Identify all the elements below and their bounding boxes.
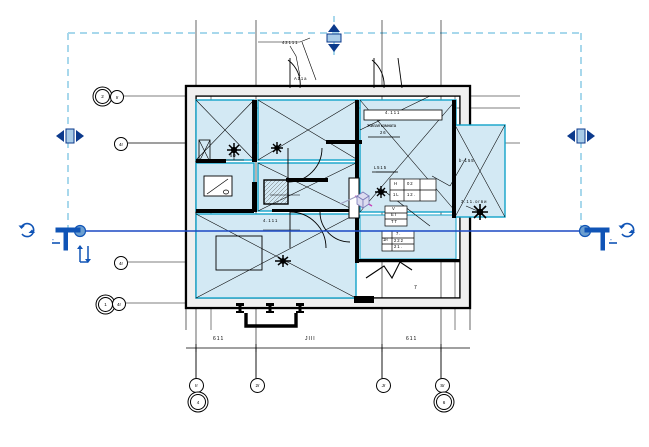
selected-object-accent[interactable]	[339, 191, 373, 209]
bottom-bubble-1[interactable]: Ir	[189, 378, 204, 393]
bottom-bubble-4[interactable]: Sr	[435, 378, 450, 393]
flip-horizontal-left-icon	[56, 128, 84, 144]
left-bubble-1b[interactable]: Ir	[110, 90, 124, 104]
bottom-bubble-3[interactable]: Jr	[376, 378, 391, 393]
shower-unit	[198, 139, 211, 163]
anno-left-fixture: 5 0	[230, 153, 236, 158]
minus-marker-left: -	[52, 237, 54, 243]
rotate-handle-left-icon	[18, 222, 35, 238]
anno-door-top-left: 4 2 1 1 1	[282, 40, 298, 45]
anno-room-tag-top: 4 . 1 1 1	[385, 110, 400, 115]
anno-room-name: Жилая комната	[367, 123, 396, 128]
interior-partitions	[196, 100, 460, 263]
dim-right-label: 6 1 1	[406, 336, 417, 342]
dim-center-label: J I I I	[305, 336, 315, 342]
table-upper-r1-c1: 1 2 .	[407, 192, 415, 197]
left-bubble-1a[interactable]: 2	[95, 89, 110, 104]
table-lower-r0-label: 1н	[383, 237, 388, 242]
bottom-bubble-2[interactable]: 2r	[250, 378, 265, 393]
flip-horizontal-right-icon	[567, 128, 595, 144]
bottom-bubble-4b[interactable]: 6	[436, 394, 452, 410]
anno-level-tag: L 5 1 5	[374, 165, 386, 170]
table-lower-r0-c1: 7 .	[396, 231, 401, 236]
table-upper-r1-label: 1 L	[393, 192, 399, 197]
origin-markers[interactable]	[52, 227, 617, 251]
light-fixture-hall	[271, 142, 283, 154]
flip-vertical-top-icon	[326, 24, 342, 52]
hatched-unit	[263, 179, 289, 205]
dim-left-label: 6 1 1	[213, 336, 224, 342]
left-bubble-3[interactable]: 4r	[114, 256, 128, 270]
anno-right-leader: b - 1 5 5	[459, 158, 474, 163]
move-vertical-icon[interactable]	[77, 245, 91, 263]
rotate-handle-right-icon	[618, 222, 635, 238]
left-bubble-4b[interactable]: 4r	[112, 297, 126, 311]
bottom-bubble-1b[interactable]: 4	[190, 394, 206, 410]
room-tag-box[interactable]	[363, 109, 443, 173]
table-mid-r1-c1: E I	[391, 212, 396, 217]
dimension-line	[186, 344, 470, 378]
flip-arrow-icons[interactable]	[56, 24, 595, 144]
room-area-diagonals	[195, 99, 506, 299]
table-lower-r1-c1: 2 2 2	[394, 238, 403, 243]
origin-marker-right	[584, 227, 617, 251]
anno-room-tag-left: 4 . 1 1 1	[263, 218, 278, 223]
ceiling-light-symbols[interactable]	[227, 142, 488, 267]
anno-stair-mark: 7	[414, 285, 417, 291]
bottom-window-symbols	[236, 296, 374, 328]
anno-room-area: 2 6	[380, 130, 386, 135]
stair-zigzag-symbol	[365, 261, 413, 280]
table-mid-r2-c1: T T	[391, 219, 397, 224]
rotate-icons[interactable]	[18, 222, 636, 238]
table-lower-r2-c1: 2 1 .	[394, 244, 402, 249]
light-fixture-living	[275, 255, 291, 267]
table-mid-r0-c1: V	[392, 206, 395, 211]
table-upper-r0-label: H	[394, 181, 397, 186]
furniture-block	[215, 235, 263, 271]
light-fixture-right	[375, 186, 387, 198]
origin-marker-left	[52, 227, 81, 251]
left-bubble-2[interactable]: 4r	[114, 137, 128, 151]
fixture-data-tables[interactable]	[381, 178, 437, 252]
left-bubble-4a[interactable]: 1	[98, 297, 113, 312]
anno-door-swing-a: A 1 1 a	[294, 76, 307, 81]
minus-marker-right: -	[610, 237, 612, 243]
door-swings	[287, 57, 403, 249]
anno-right-fixture: 3 . 1 1 . о г в и	[461, 199, 487, 204]
light-fixture-top-left	[227, 143, 241, 157]
table-upper-r0-c1: 0 2	[407, 181, 413, 186]
